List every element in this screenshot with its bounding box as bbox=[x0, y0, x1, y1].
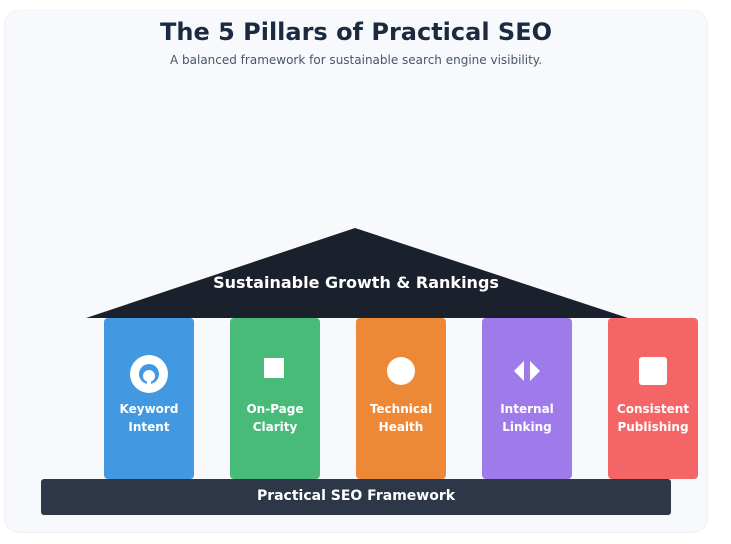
pillar-label: Internal Linking bbox=[482, 400, 572, 436]
pillar-label-line2: Clarity bbox=[252, 420, 298, 434]
base-label: Practical SEO Framework bbox=[256, 488, 456, 504]
pillar-label-line2: Publishing bbox=[617, 420, 689, 434]
square-icon bbox=[264, 358, 284, 378]
pillar-label-line2: Intent bbox=[128, 420, 170, 434]
pillar-label: Technical Health bbox=[356, 400, 446, 436]
pillar-technical-health: Technical Health bbox=[356, 318, 446, 479]
pillar-label: On-Page Clarity bbox=[230, 400, 320, 436]
foundation-base: Practical SEO Framework bbox=[41, 479, 671, 515]
roof-label: Sustainable Growth & Rankings bbox=[213, 273, 499, 292]
pillar-label-line1: Consistent bbox=[616, 402, 690, 416]
arrows-icon bbox=[514, 361, 540, 381]
page-subtitle: A balanced framework for sustainable sea… bbox=[169, 53, 543, 67]
pillar-label: Consistent Publishing bbox=[608, 400, 698, 436]
pillar-label-line1: On-Page bbox=[246, 402, 304, 416]
rounded-square-icon bbox=[639, 357, 667, 385]
pillar-label-line1: Technical bbox=[369, 402, 433, 416]
pillar-label-line2: Linking bbox=[502, 420, 552, 434]
target-icon bbox=[130, 355, 168, 393]
roof bbox=[86, 228, 628, 318]
pillar-keyword-intent: Keyword Intent bbox=[104, 318, 194, 479]
roof-triangle bbox=[86, 228, 628, 318]
pillar-label-line2: Health bbox=[378, 420, 424, 434]
pillar-label: Keyword Intent bbox=[104, 400, 194, 436]
page-title: The 5 Pillars of Practical SEO bbox=[159, 18, 552, 46]
pillar-label-line1: Internal bbox=[500, 402, 554, 416]
pillar-label-line1: Keyword bbox=[119, 402, 179, 416]
pillar-on-page-clarity: On-Page Clarity bbox=[230, 318, 320, 479]
pillar-internal-linking: Internal Linking bbox=[482, 318, 572, 479]
circle-icon bbox=[387, 357, 415, 385]
pillar-consistent-publishing: Consistent Publishing bbox=[608, 318, 698, 479]
